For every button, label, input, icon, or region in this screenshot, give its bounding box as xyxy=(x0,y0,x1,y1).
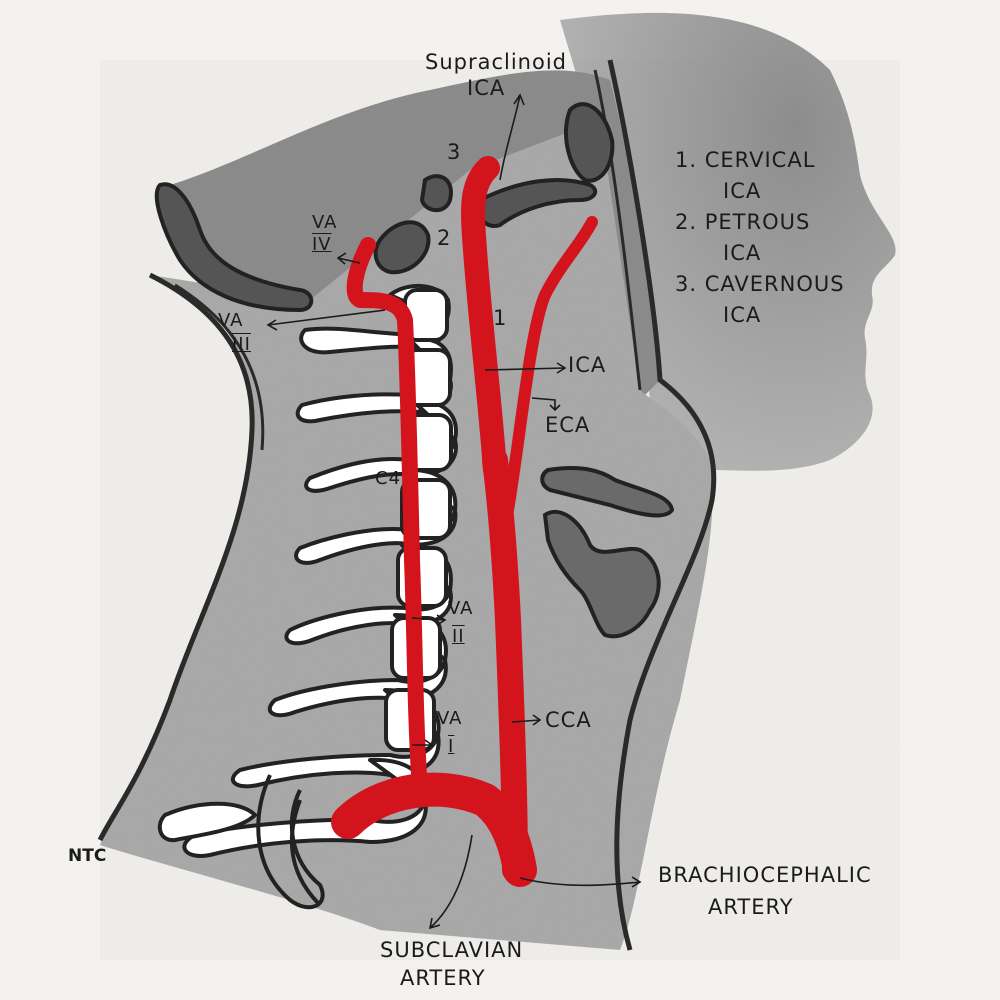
arrow-va3 xyxy=(266,309,386,331)
label-subclavian-line1: SUBCLAVIAN xyxy=(380,938,524,962)
legend-number: 2. xyxy=(675,210,698,234)
legend-line1: CAVERNOUS xyxy=(704,272,845,296)
rib-3 xyxy=(157,801,258,843)
posterior-neck-outline xyxy=(97,272,255,842)
annotation-arrows xyxy=(266,93,642,930)
legend-line1: CERVICAL xyxy=(704,148,816,172)
label-segment-1: 1 xyxy=(493,306,508,330)
external-carotid-artery xyxy=(502,216,598,516)
anterior-neck-outline xyxy=(607,59,717,951)
arrow-va2 xyxy=(411,614,447,626)
legend-number: 1. xyxy=(675,148,698,172)
label-segment-3: 3 xyxy=(447,140,462,164)
arrow-supraclinoid xyxy=(499,93,525,181)
arrow-eca xyxy=(531,397,561,412)
hyoid-bone xyxy=(540,466,675,518)
label-brachiocephalic-line2: ARTERY xyxy=(708,895,794,919)
label-va1: VA xyxy=(437,708,463,729)
label-ica: ICA xyxy=(568,353,607,377)
legend-line1: PETROUS xyxy=(704,210,811,234)
label-brachiocephalic-line1: BRACHIOCEPHALIC xyxy=(658,863,872,887)
legend-number: 3. xyxy=(675,272,698,296)
legend-line2: ICA xyxy=(723,241,762,265)
label-segment-2: 2 xyxy=(437,226,452,250)
arrow-cca xyxy=(511,714,542,726)
ribs xyxy=(157,774,325,910)
clivus-bone xyxy=(373,220,431,275)
label-cca: CCA xyxy=(545,708,592,732)
thyroid-cartilage xyxy=(542,509,661,639)
sphenoid-bone xyxy=(476,178,598,228)
legend-item-2: 2. PETROUS ICA xyxy=(675,207,875,269)
label-eca: ECA xyxy=(545,413,591,437)
occipital-bone xyxy=(154,182,314,313)
label-va3: VA xyxy=(218,310,244,331)
legend-item-1: 1. CERVICAL ICA xyxy=(675,145,875,207)
label-va3-roman: III xyxy=(232,334,251,355)
label-va2: VA xyxy=(448,598,474,619)
label-va4-roman: IV xyxy=(312,234,332,255)
arrow-va1 xyxy=(412,739,434,751)
anterior-neck-outline-inner xyxy=(593,69,642,391)
arrow-brachiocephalic xyxy=(519,876,642,888)
arrow-subclavian xyxy=(428,834,473,930)
label-supraclinoid-ica: ICA xyxy=(467,76,506,100)
anterior-clinoid xyxy=(563,102,615,183)
legend-line2: ICA xyxy=(723,303,762,327)
segment-legend: 1. CERVICAL ICA 2. PETROUS ICA 3. CAVERN… xyxy=(675,145,875,331)
petrous-bone xyxy=(419,174,453,213)
label-subclavian-line2: ARTERY xyxy=(400,966,486,990)
posterior-neck-outline-inner xyxy=(174,283,265,451)
artist-signature: NTC xyxy=(68,846,107,866)
legend-item-3: 3. CAVERNOUS ICA xyxy=(675,269,875,331)
label-c4: C4 xyxy=(375,468,402,489)
label-va2-roman: II xyxy=(452,626,465,647)
vertebral-artery xyxy=(346,237,428,798)
arteries xyxy=(331,156,598,887)
label-va4: VA xyxy=(312,212,338,233)
label-va1-roman: I xyxy=(448,736,455,757)
arrow-ica xyxy=(484,362,567,374)
internal-carotid-artery xyxy=(461,156,507,482)
label-supraclinoid: Supraclinoid xyxy=(425,50,568,74)
legend-line2: ICA xyxy=(723,179,762,203)
subclavian-artery xyxy=(331,772,537,887)
arrow-va4 xyxy=(336,252,361,265)
rib-2 xyxy=(289,799,322,907)
